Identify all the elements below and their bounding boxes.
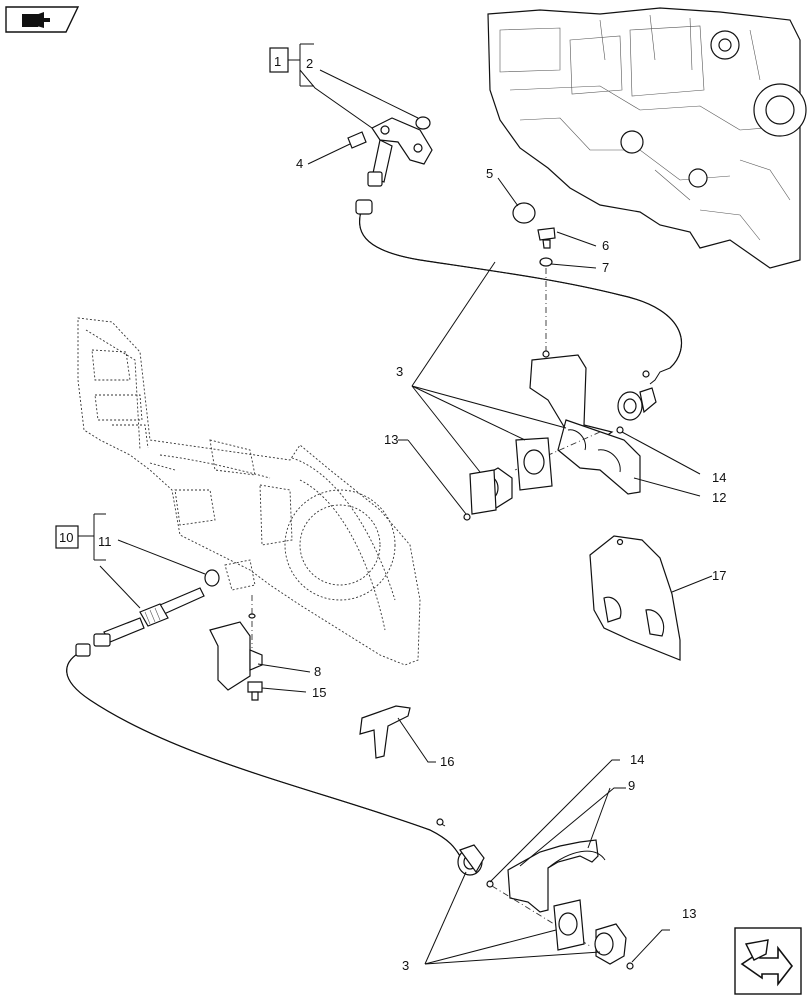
rear-axle-housing bbox=[77, 317, 421, 666]
callout-15: 15 bbox=[312, 685, 326, 700]
callout-4: 4 bbox=[296, 156, 303, 171]
next-page-arrow-icon[interactable] bbox=[734, 927, 802, 995]
callout-10: 10 bbox=[59, 530, 73, 545]
lower-harness-assembly bbox=[66, 569, 634, 970]
bracket-17 bbox=[589, 535, 681, 661]
callout-3-lower: 3 bbox=[402, 958, 409, 973]
callout-labels: 1 2 4 5 6 7 3 13 14 12 10 11 17 8 15 16 … bbox=[59, 54, 726, 973]
engine-block-illustration bbox=[487, 7, 807, 269]
callout-14-upper: 14 bbox=[712, 470, 726, 485]
callout-16: 16 bbox=[440, 754, 454, 769]
callout-1: 1 bbox=[274, 54, 281, 69]
callout-12: 12 bbox=[712, 490, 726, 505]
leader-lines bbox=[55, 43, 713, 965]
callout-8: 8 bbox=[314, 664, 321, 679]
callout-11: 11 bbox=[98, 534, 112, 549]
callout-7: 7 bbox=[602, 260, 609, 275]
callout-13-lower: 13 bbox=[682, 906, 696, 921]
callout-6: 6 bbox=[602, 238, 609, 253]
book-arrow-icon[interactable] bbox=[5, 6, 80, 33]
callout-14-lower: 14 bbox=[630, 752, 644, 767]
callout-17: 17 bbox=[712, 568, 726, 583]
callout-13-upper: 13 bbox=[384, 432, 398, 447]
callout-2: 2 bbox=[306, 56, 313, 71]
callout-3-upper: 3 bbox=[396, 364, 403, 379]
callout-5: 5 bbox=[486, 166, 493, 181]
callout-9: 9 bbox=[628, 778, 635, 793]
upper-harness-assembly bbox=[347, 116, 683, 521]
